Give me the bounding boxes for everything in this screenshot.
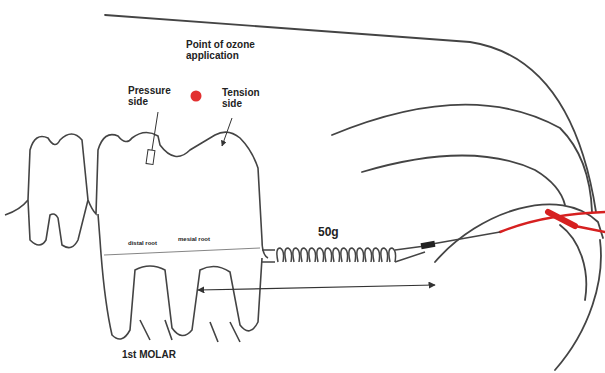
band-line	[104, 248, 260, 255]
force-value: 50g	[318, 226, 358, 239]
root-label: mesial root	[178, 236, 218, 242]
coil-winding	[333, 248, 340, 262]
molar-roots	[98, 214, 262, 339]
wire	[395, 246, 425, 262]
outline-curve	[332, 105, 592, 212]
leader-arrow	[222, 118, 232, 146]
coil-winding	[325, 248, 332, 262]
coil-winding	[365, 248, 372, 262]
distance-arrow	[198, 285, 435, 290]
coil-winding	[301, 248, 308, 262]
elastic	[575, 226, 605, 232]
root-label: distal root	[128, 240, 168, 246]
coil-winding	[285, 248, 292, 262]
coil-winding	[381, 248, 388, 262]
outline-curve	[362, 155, 565, 205]
side-label: Pressure side	[128, 86, 180, 107]
coil-winding	[349, 248, 356, 262]
ramus-outline	[555, 240, 601, 370]
coil-winding	[277, 248, 284, 262]
root-canals	[140, 320, 240, 342]
leader-line	[152, 112, 158, 150]
coil-winding	[357, 248, 364, 262]
coil-winding	[341, 248, 348, 262]
premolar-root	[28, 200, 88, 248]
coil-spring	[277, 248, 396, 262]
coil-winding	[293, 248, 300, 262]
callout-label: Point of ozone application	[186, 40, 278, 61]
elastic	[500, 212, 605, 232]
side-label: Tension side	[222, 88, 274, 109]
coil-winding	[317, 248, 324, 262]
wire	[262, 250, 275, 262]
spring-clip	[421, 241, 436, 249]
ozone-point	[191, 91, 202, 102]
elastic	[548, 212, 575, 226]
wire	[432, 232, 500, 244]
pressure-marker	[146, 150, 155, 165]
coil-winding	[309, 248, 316, 262]
ramus-outline	[560, 225, 586, 300]
coil-winding	[373, 248, 380, 262]
coil-winding	[389, 248, 396, 262]
tooth-name: 1st MOLAR	[122, 350, 212, 361]
